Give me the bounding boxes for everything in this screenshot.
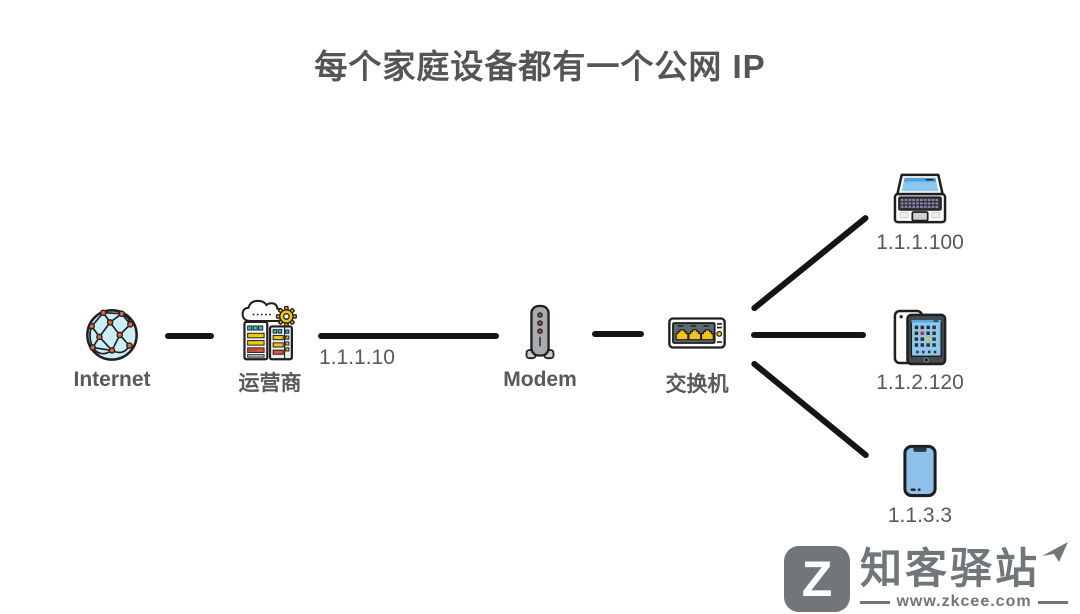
connector-switch-tablet (751, 332, 866, 338)
node-laptop: 1.1.1.100 (862, 172, 978, 255)
watermark: Z 知客驿站 www.zkcee.com (783, 542, 1069, 612)
tablet-icon (893, 309, 947, 366)
watermark-dash-right (1037, 600, 1069, 604)
watermark-logo-letter: Z (801, 551, 833, 607)
internet-globe-icon (86, 309, 138, 361)
watermark-dash-left (859, 600, 891, 604)
phone-icon (903, 444, 937, 498)
isp-server-cloud-icon (241, 299, 297, 361)
node-tablet: 1.1.2.120 (862, 308, 978, 395)
node-isp: 运营商 (212, 299, 328, 397)
node-internet: Internet (57, 304, 167, 392)
switch-label: 交换机 (665, 373, 729, 396)
wan-ip-label: 1.1.1.10 (319, 346, 395, 369)
connector-isp-modem (318, 333, 499, 339)
laptop-icon (893, 173, 947, 224)
connector-modem-switch (592, 331, 644, 337)
connector-internet-isp (165, 333, 214, 339)
laptop-ip-label: 1.1.1.100 (876, 231, 964, 254)
tablet-ip-label: 1.1.2.120 (876, 371, 964, 394)
watermark-logo: Z (783, 546, 850, 612)
page-title: 每个家庭设备都有一个公网 IP (314, 48, 766, 85)
switch-icon (668, 317, 726, 349)
modem-label: Modem (503, 368, 577, 391)
connector-switch-phone (750, 359, 870, 460)
modem-icon (525, 304, 555, 360)
isp-label: 运营商 (238, 372, 302, 395)
node-modem: Modem (485, 302, 595, 392)
phone-ip-label: 1.1.3.3 (887, 504, 953, 527)
paper-plane-icon (1042, 542, 1068, 562)
watermark-site-url: www.zkcee.com (896, 593, 1032, 611)
connector-switch-laptop (750, 213, 870, 313)
node-phone: 1.1.3.3 (862, 443, 978, 528)
watermark-site-name: 知客驿站 (859, 545, 1040, 592)
node-switch: 交换机 (640, 302, 754, 398)
internet-label: Internet (73, 368, 151, 391)
